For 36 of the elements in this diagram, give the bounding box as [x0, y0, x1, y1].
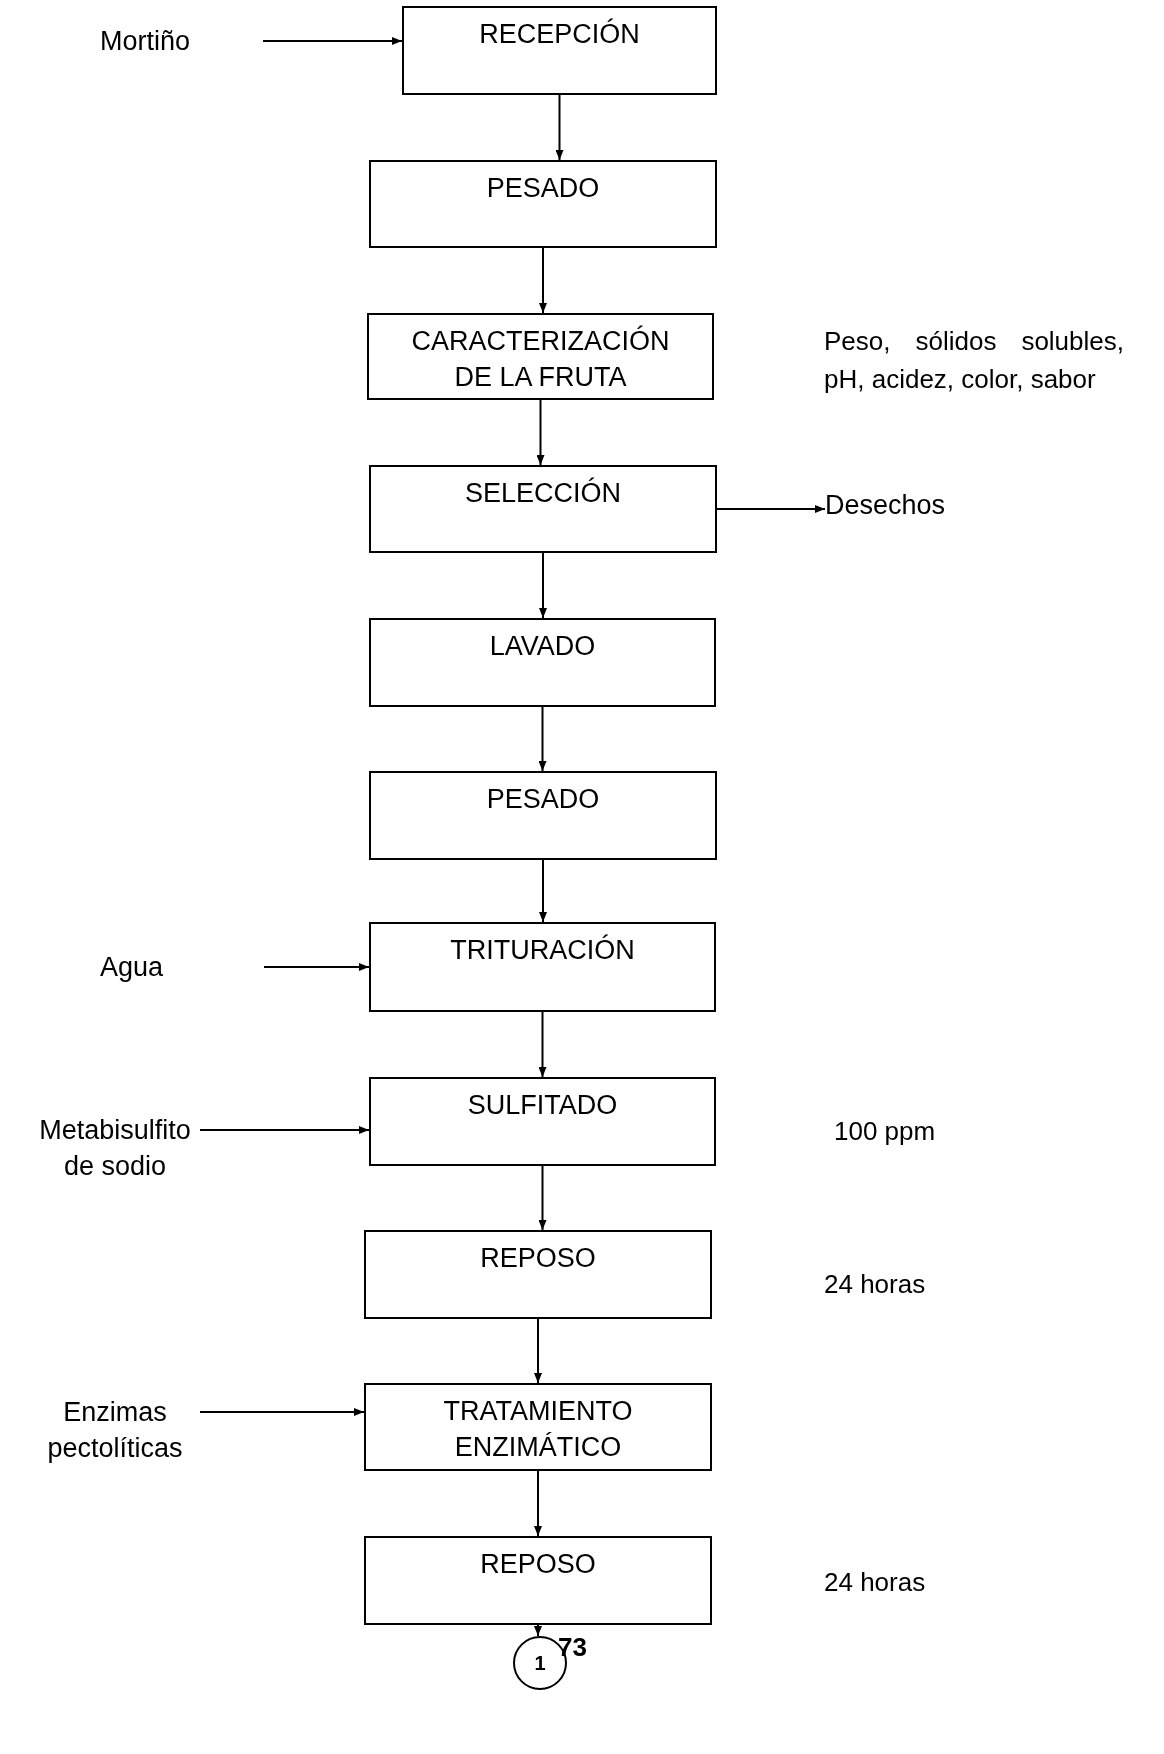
process-box: PESADO: [369, 160, 717, 248]
arrow: [536, 399, 545, 466]
input-label: Agua: [100, 946, 264, 988]
arrow: [199, 1408, 365, 1416]
arrow: [534, 1624, 542, 1637]
input-label: Mortiño: [100, 20, 263, 62]
process-box: SELECCIÓN: [369, 465, 717, 553]
process-box: SULFITADO: [369, 1077, 716, 1166]
process-box: LAVADO: [369, 618, 716, 707]
arrow: [716, 505, 826, 513]
arrow: [538, 1011, 547, 1078]
process-box: PESADO: [369, 771, 717, 860]
arrow: [199, 1126, 370, 1134]
note-text: Peso, sólidos solubles, pH, acidez, color, sabor: [824, 325, 1124, 396]
arrow: [262, 37, 403, 45]
arrow: [534, 1318, 542, 1384]
arrow: [539, 247, 547, 314]
arrow: [263, 963, 370, 971]
arrow: [538, 1165, 547, 1231]
note-text: 24 horas: [824, 1268, 927, 1301]
arrow: [539, 859, 547, 923]
arrow: [539, 552, 547, 619]
input-label: Metabisulfito de sodio: [30, 1110, 200, 1186]
process-box: CARACTERIZACIÓN DE LA FRUTA: [367, 313, 714, 400]
note-text: 100 ppm: [834, 1115, 937, 1148]
arrow: [534, 1470, 542, 1537]
process-box: RECEPCIÓN: [402, 6, 717, 95]
input-label: Desechos: [825, 484, 975, 526]
process-box: REPOSO: [364, 1230, 712, 1319]
process-box: TRITURACIÓN: [369, 922, 716, 1012]
input-label: Enzimas pectolíticas: [30, 1392, 200, 1468]
arrow: [555, 94, 564, 161]
process-box: TRATAMIENTO ENZIMÁTICO: [364, 1383, 712, 1471]
arrow: [538, 706, 547, 772]
note-text: 24 horas: [824, 1566, 927, 1599]
process-box: REPOSO: [364, 1536, 712, 1625]
